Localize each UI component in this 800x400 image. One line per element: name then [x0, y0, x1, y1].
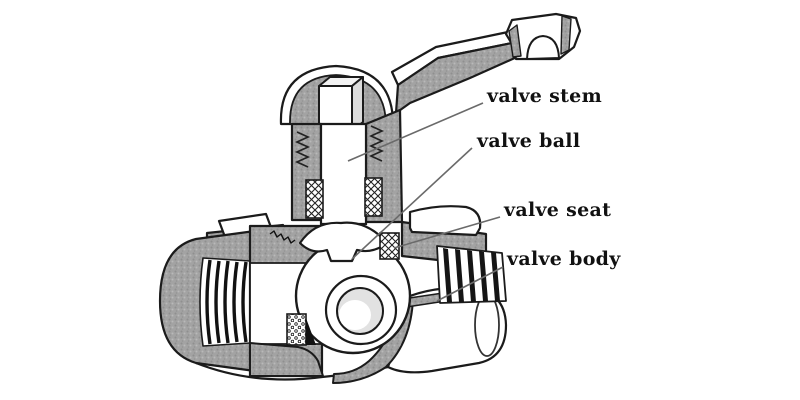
right-port: [332, 245, 508, 384]
label-valve-seat: valve seat: [504, 199, 612, 221]
stem-square-top: [318, 76, 364, 132]
label-valve-body: valve body: [507, 248, 621, 270]
leader-line-valve-ball: [351, 147, 473, 260]
valve-seat-right: [379, 232, 400, 260]
leader-line-valve-stem: [347, 102, 484, 162]
stem-packing-left: [305, 179, 324, 219]
stem-packing-right: [364, 177, 383, 217]
shoulder-right-rib: [408, 205, 482, 237]
left-port-threads: [205, 259, 248, 345]
left-port: [158, 229, 257, 373]
label-valve-ball: valve ball: [477, 130, 581, 152]
body-front-lip: [249, 341, 325, 377]
valve-seat-left: [286, 313, 307, 346]
ball-bore-highlight: [339, 300, 371, 330]
union-serration-top: [269, 230, 296, 244]
bonnet-thread-right: [368, 125, 385, 162]
handle-grip-notch: [526, 35, 560, 60]
label-valve-stem: valve stem: [487, 85, 602, 107]
leader-lines: [347, 102, 504, 302]
leader-line-valve-seat: [393, 216, 501, 249]
valve-stem-drawing: [319, 122, 368, 226]
male-threads: [443, 248, 500, 302]
handle-grip-edge-right: [560, 15, 572, 55]
bonnet-thread-left: [294, 131, 311, 168]
leader-line-valve-body: [436, 266, 504, 302]
valve-handle-drawing: [390, 12, 582, 115]
handle-grip-edge-left: [508, 24, 522, 58]
seat-shadow-wedge: [306, 318, 316, 345]
